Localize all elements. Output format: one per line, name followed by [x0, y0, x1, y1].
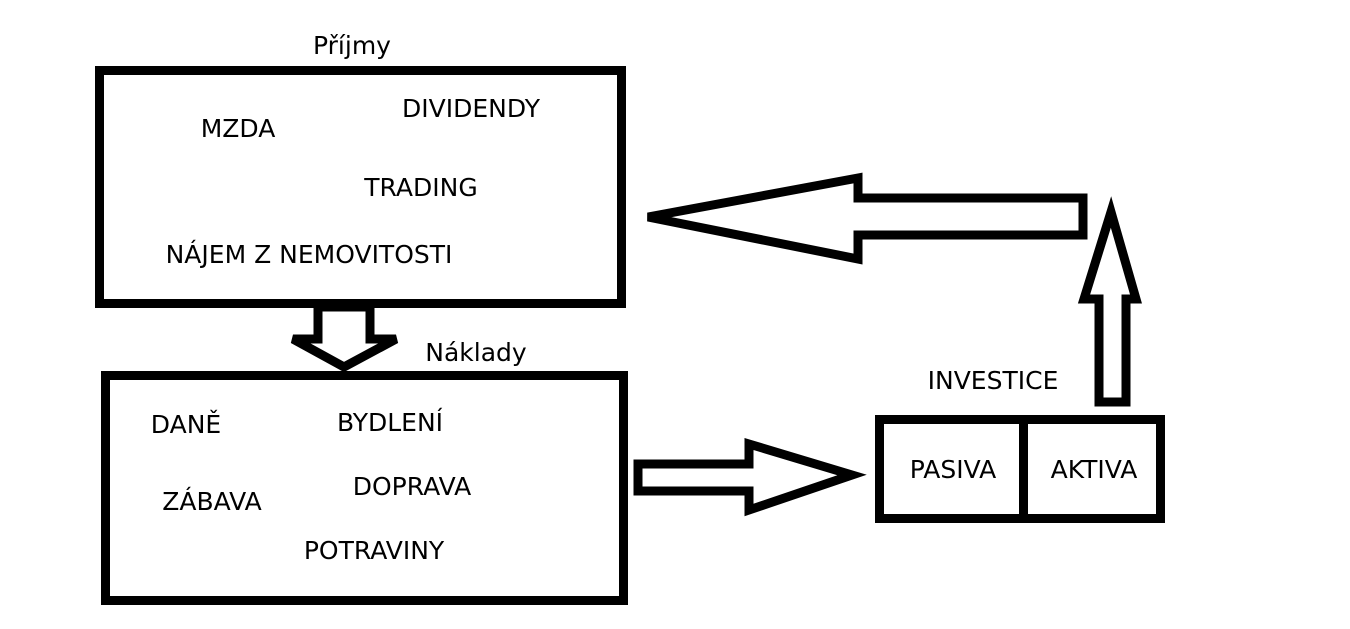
- income-item-najem: NÁJEM Z NEMOVITOSTI: [165, 240, 453, 269]
- costs-item-potraviny: POTRAVINY: [303, 536, 445, 565]
- arrow-back-to-income: [647, 172, 1088, 265]
- aktiva-box: [1019, 415, 1165, 523]
- income-item-dividendy: DIVIDENDY: [401, 94, 541, 123]
- income-box: [95, 66, 626, 308]
- pasiva-label: PASIVA: [909, 455, 997, 484]
- income-item-trading: TRADING: [364, 173, 478, 202]
- costs-item-dane: DANĚ: [150, 410, 222, 439]
- arrow-income-to-costs: [290, 302, 399, 373]
- costs-title: Náklady: [425, 338, 527, 367]
- investments-title: INVESTICE: [927, 366, 1059, 395]
- income-item-mzda: MZDA: [200, 114, 276, 143]
- arrow-aktiva-up: [1077, 196, 1142, 407]
- costs-item-zabava: ZÁBAVA: [162, 487, 262, 516]
- costs-item-bydleni: BYDLENÍ: [336, 408, 444, 437]
- arrow-costs-to-investments: [633, 437, 867, 517]
- costs-item-doprava: DOPRAVA: [352, 472, 472, 501]
- aktiva-label: AKTIVA: [1050, 455, 1138, 484]
- costs-box: [101, 371, 628, 605]
- income-title: Příjmy: [313, 31, 391, 60]
